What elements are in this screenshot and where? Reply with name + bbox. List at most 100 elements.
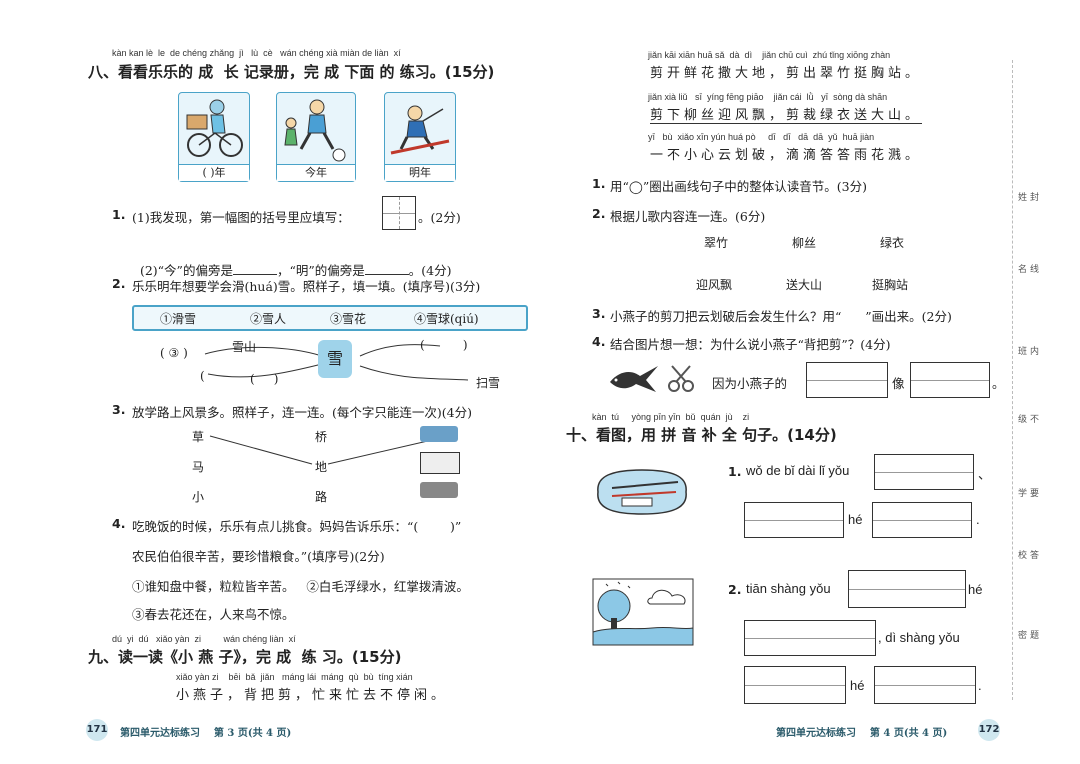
question-number: 2. (728, 582, 742, 597)
poem-line: 剪开鲜花撒大地，剪出翠竹挺胸站。 (650, 66, 923, 81)
q3-text: 放学路上风景多。照样子，连一连。(每个字只能连一次)(4分) (132, 405, 472, 420)
question-number: 1. (592, 176, 606, 191)
q1b-part3: 。(4分) (408, 263, 452, 278)
conjunction-he: hé (848, 512, 863, 527)
match-bottom[interactable]: 迎风飘 (696, 278, 733, 292)
web-center-xue: 雪 (318, 340, 352, 378)
answer-box[interactable] (744, 620, 876, 656)
match-lines (209, 435, 433, 465)
q1b-part1: (2)“今”的偏旁是 (139, 263, 233, 278)
bridge-picture-icon (420, 482, 458, 498)
match-right[interactable]: 地 (315, 460, 328, 474)
page-number: 171 (86, 719, 108, 741)
answer-blank[interactable] (232, 262, 277, 275)
option: ②雪人 (250, 312, 287, 326)
answer-blank[interactable] (364, 262, 409, 275)
swallow-icon (610, 366, 658, 392)
question-number: 3. (112, 402, 126, 417)
picture-label: 明年 (385, 164, 455, 181)
web-blank[interactable]: ( ) (420, 338, 468, 352)
period: . (976, 512, 980, 527)
binding-line (1012, 60, 1013, 700)
r-q2-text: 根据儿歌内容连一连。(6分) (610, 209, 766, 224)
r-q4-answer-mid: 像 (892, 376, 905, 391)
side-label: 姓 (1018, 193, 1028, 203)
web-blank[interactable]: ( (200, 369, 205, 383)
scissors-icon (668, 365, 694, 392)
picture-label: ( )年 (179, 164, 249, 181)
match-top[interactable]: 翠竹 (704, 236, 729, 250)
r-q4-answer-end: 。 (992, 376, 1005, 391)
match-top[interactable]: 绿衣 (880, 236, 905, 250)
web-answer[interactable]: ( ③ ) (160, 346, 188, 360)
question-number: 1. (112, 207, 126, 222)
answer-box[interactable] (848, 570, 966, 608)
web-word: 雪山 (232, 340, 257, 354)
match-bottom[interactable]: 送大山 (786, 278, 823, 292)
match-top[interactable]: 柳丝 (792, 236, 817, 250)
side-label: 校 (1018, 551, 1028, 561)
r-q3-text: 小燕子的剪刀把云划破后会发生什么？用“ ”画出来。(2分) (610, 309, 952, 324)
q1b-part2: ，“明”的偏旁是 (276, 263, 365, 278)
match-bottom[interactable]: 挺胸站 (872, 278, 909, 292)
footer-text: 第四单元达标练习 第 4 页(共 4 页) (776, 728, 948, 739)
page-number: 172 (978, 719, 1000, 741)
option: ③雪花 (330, 312, 367, 326)
option: ④雪球(qiú) (414, 312, 479, 326)
horse-picture-icon (420, 452, 460, 474)
poem-line-underlined: 剪下柳丝迎风飘，剪裁绿衣送大山。 (650, 104, 923, 124)
footer-text: 第四单元达标练习 第 3 页(共 4 页) (120, 728, 292, 739)
answer-box[interactable] (910, 362, 990, 398)
picture-card-past: ( )年 (178, 92, 250, 182)
sec8-pinyin: kàn kan lè le de chéng zhǎng jì lù cè wá… (112, 48, 401, 58)
boy-on-bike-icon (186, 99, 243, 157)
sec9-title: 九、读一读《小 燕 子》，完 成 练 习。(15分) (88, 648, 402, 666)
r-q4-text: 结合图片想一想：为什么说小燕子“背把剪”？(4分) (610, 337, 891, 352)
q1a-score: 。(2分) (418, 210, 461, 225)
conjunction-he: hé (850, 678, 865, 693)
answer-box[interactable] (806, 362, 888, 398)
tianzige-answer-box[interactable] (382, 196, 416, 230)
poem-pinyin: yī bù xiǎo xīn yún huá pò dī dī dā dā yǔ… (648, 132, 875, 142)
poem-line: 小燕子，背把剪，忙来忙去不停闲。 (176, 688, 449, 703)
side-label: 级 (1018, 415, 1028, 425)
web-blank[interactable]: ( ) (250, 372, 279, 386)
side-label: 封 (1030, 193, 1040, 203)
boy-playing-ball-icon (284, 99, 346, 162)
sentence-pinyin: wǒ de bǐ dài lǐ yǒu (746, 463, 850, 478)
q1a-text: (1)我发现，第一幅图的括号里应填写： (132, 210, 350, 225)
answer-box[interactable] (874, 666, 976, 704)
sec8-title: 八、看看乐乐的 成 长 记录册，完 成 下面 的 练习。(15分) (88, 63, 495, 81)
sentence-pinyin: , dì shàng yǒu (878, 630, 960, 645)
side-label: 内 (1030, 347, 1040, 357)
answer-box[interactable] (874, 454, 974, 490)
option: ①滑雪 (160, 312, 197, 326)
match-left[interactable]: 小 (192, 490, 205, 504)
answer-box[interactable] (744, 502, 844, 538)
side-label: 题 (1030, 631, 1040, 641)
question-number: 1. (728, 464, 742, 479)
picture-card-future: 明年 (384, 92, 456, 182)
q4-option3: ③春去花还在，人来鸟不惊。 (132, 607, 295, 622)
q4-options: ①谁知盘中餐，粒粒皆辛苦。 ②白毛浮绿水，红掌拨清波。 (132, 579, 469, 594)
match-left[interactable]: 马 (192, 460, 205, 474)
picture-label: 今年 (277, 164, 355, 181)
grass-picture-icon (420, 426, 458, 442)
answer-box[interactable] (744, 666, 846, 704)
answer-box[interactable] (872, 502, 972, 538)
word-web-lines (204, 344, 469, 381)
poem-line: 一不小心云划破，滴滴答答雨花溅。 (650, 148, 923, 163)
side-label: 要 (1030, 489, 1040, 499)
conjunction-he: hé (968, 582, 983, 597)
question-number: 4. (592, 334, 606, 349)
separator: 、 (978, 467, 992, 482)
sec10-pinyin: kàn tú yòng pīn yīn bǔ quán jù zi (592, 412, 750, 422)
match-left[interactable]: 草 (192, 430, 205, 444)
side-label: 不 (1030, 415, 1040, 425)
poem-pinyin: xiǎo yàn zi bēi bǎ jiǎn máng lái máng qù… (176, 672, 413, 682)
match-right[interactable]: 路 (315, 490, 328, 504)
web-word: 扫雪 (476, 376, 501, 390)
match-right[interactable]: 桥 (315, 430, 328, 444)
options-box: ①滑雪 ②雪人 ③雪花 ④雪球(qiú) (132, 305, 528, 331)
side-label: 密 (1018, 631, 1028, 641)
